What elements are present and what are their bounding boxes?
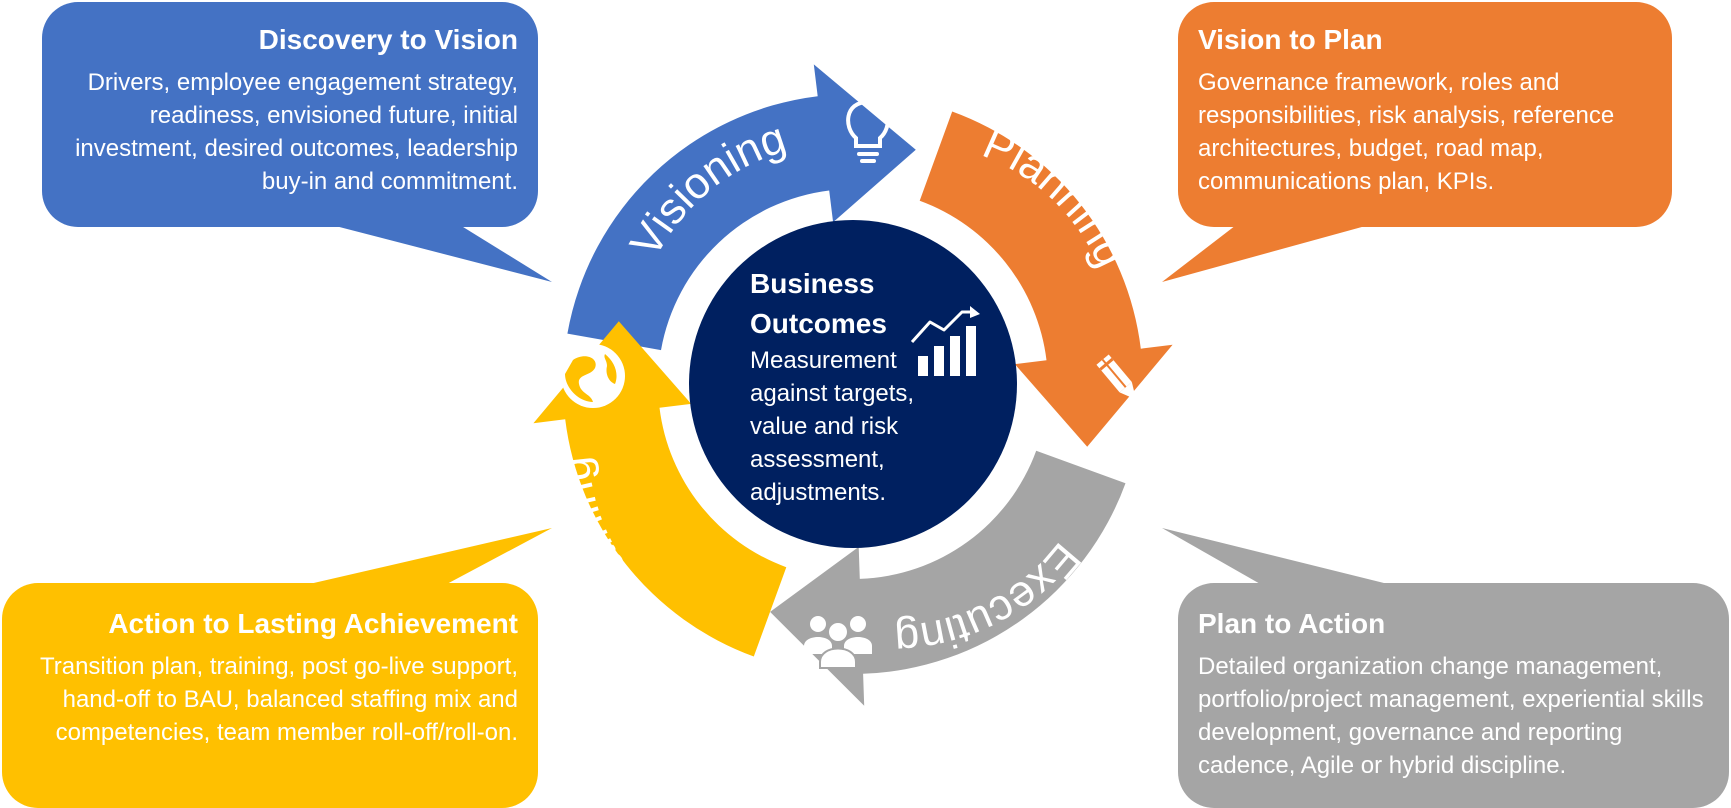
vision-plan-callout-tail — [1162, 222, 1380, 282]
visioning-arrow — [567, 64, 916, 351]
lasting-callout-tail — [305, 528, 552, 585]
globe-icon — [561, 344, 625, 408]
lightbulb-icon — [846, 99, 890, 163]
plan-action-callout: Plan to Action Detailed organization cha… — [1198, 606, 1710, 782]
vision-plan-callout: Vision to Plan Governance framework, rol… — [1198, 22, 1654, 198]
bar-chart-trend-icon — [910, 306, 980, 376]
plan-action-title: Plan to Action — [1198, 608, 1386, 639]
vision-plan-callout-box — [1178, 2, 1672, 227]
pencil-icon — [1096, 354, 1136, 400]
people-icon — [804, 616, 872, 669]
plan-action-body: Detailed organization change management,… — [1198, 653, 1704, 779]
plan-action-callout-tail — [1162, 528, 1392, 585]
center-title-line1: Business — [750, 268, 875, 299]
discovery-callout: Discovery to Vision Drivers, employee en… — [62, 22, 518, 198]
discovery-callout-tail — [320, 222, 552, 282]
vision-plan-title: Vision to Plan — [1198, 24, 1383, 55]
business-outcomes-text: Business Outcomes Measurement against ta… — [750, 264, 1020, 509]
discovery-body: Drivers, employee engagement strategy, r… — [75, 69, 518, 195]
lasting-title: Action to Lasting Achievement — [108, 608, 518, 639]
discovery-title: Discovery to Vision — [258, 24, 518, 55]
discovery-callout-box — [42, 2, 538, 227]
center-body: Measurement against targets, value and r… — [750, 347, 915, 506]
plan-action-callout-box — [1178, 583, 1729, 808]
lasting-callout: Action to Lasting Achievement Transition… — [20, 606, 518, 749]
lasting-callout-box — [2, 583, 538, 808]
center-title-line2: Outcomes — [750, 308, 887, 339]
lasting-body: Transition plan, training, post go-live … — [39, 653, 518, 746]
business-outcomes-circle — [689, 220, 1017, 548]
vision-plan-body: Governance framework, roles and responsi… — [1198, 69, 1615, 195]
